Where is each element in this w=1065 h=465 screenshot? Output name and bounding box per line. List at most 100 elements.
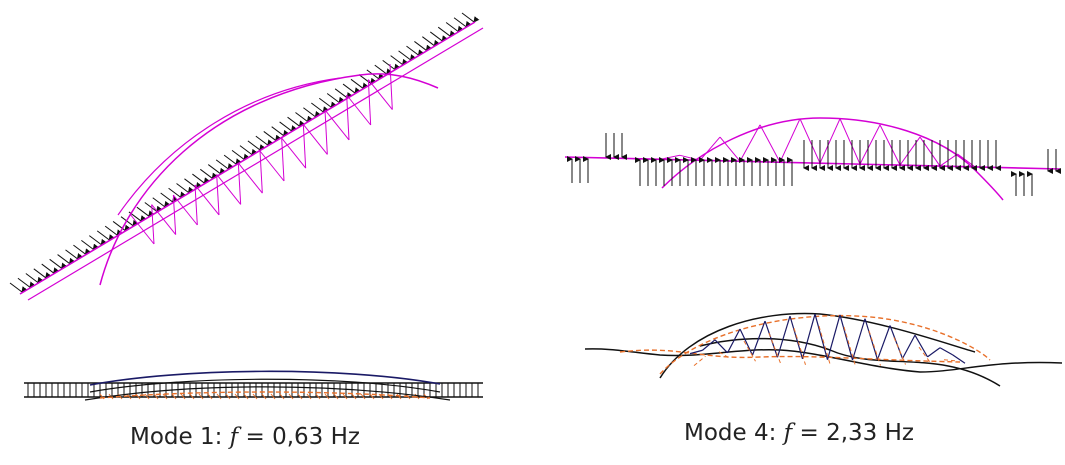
load-arrow [247, 140, 266, 151]
load-arrow [414, 41, 432, 52]
load-arrow [358, 74, 377, 85]
truss-member [151, 204, 155, 245]
truss-member [302, 124, 307, 169]
mode1-load-arrows [9, 12, 480, 293]
truss-member [172, 194, 198, 226]
load-arrow [445, 22, 464, 33]
load-arrow [81, 239, 99, 251]
load-arrow [350, 78, 369, 90]
reference-member [943, 359, 956, 362]
load-arrow [9, 282, 28, 293]
mode4-loaded-elevation [564, 117, 1061, 201]
load-arrow [192, 173, 210, 184]
truss-member [789, 315, 804, 359]
mode1-side-hangers [27, 383, 479, 400]
reference-member [893, 337, 906, 365]
mode4-reference-dashed [619, 314, 991, 375]
truss-member [939, 153, 958, 167]
truss-member [776, 315, 791, 358]
load-arrow [65, 249, 83, 260]
deflection-marker [333, 393, 339, 400]
truss-member [172, 194, 177, 235]
load-arrow [144, 202, 163, 213]
load-arrow [437, 26, 456, 38]
mode1-truss-web [129, 63, 393, 245]
load-arrow [57, 254, 75, 265]
deflection-marker [144, 393, 150, 400]
load-arrow [41, 263, 60, 274]
load-arrow [287, 116, 305, 128]
truss-member [801, 313, 816, 359]
load-arrow [25, 273, 44, 284]
truss-member [302, 124, 328, 155]
deflection-marker [270, 393, 276, 400]
deflection-marker [171, 393, 177, 400]
truss-member [702, 339, 716, 351]
load-arrow [461, 12, 480, 23]
mode4-caption-variable: f [783, 420, 793, 446]
mode4-deformed-shape [584, 312, 1063, 387]
reference-member [818, 325, 831, 366]
deflection-marker [162, 393, 168, 400]
load-arrow [176, 183, 194, 194]
deflection-marker [126, 393, 132, 400]
truss-member [346, 94, 350, 141]
reference-member [693, 355, 706, 366]
truss-member [952, 354, 966, 364]
mode1-side-arch [84, 370, 451, 401]
deflection-marker [342, 393, 348, 400]
mode1-deck-beam [19, 21, 484, 301]
truss-member [259, 150, 263, 194]
load-arrow [160, 192, 179, 203]
truss-member [726, 328, 741, 354]
load-arrow [263, 131, 282, 142]
deflection-marker [261, 393, 267, 400]
deflection-marker [243, 393, 249, 400]
mode1-side-elevation [24, 370, 483, 401]
truss-member [899, 136, 921, 166]
truss-member [879, 124, 901, 166]
truss-member [689, 349, 703, 355]
mode4-deformed-truss [689, 313, 966, 367]
load-arrow [184, 178, 202, 189]
reference-member [718, 351, 731, 360]
load-arrow [104, 225, 123, 236]
mode1-perspective-view [9, 12, 484, 301]
mode1-caption: Mode 1: f = 0,63 Hz [130, 424, 360, 450]
load-arrow [342, 83, 361, 94]
truss-member [901, 334, 916, 359]
load-arrow [271, 126, 290, 137]
load-arrow [200, 168, 218, 180]
load-arrow [311, 102, 329, 113]
truss-member [699, 136, 721, 161]
deflection-marker [324, 393, 330, 400]
reference-member [868, 330, 881, 366]
deflection-marker [288, 393, 294, 400]
truss-member [851, 318, 866, 361]
load-arrow [295, 112, 313, 123]
reference-member [743, 340, 756, 362]
truss-member [324, 109, 350, 141]
truss-member [779, 118, 801, 163]
mode4-load-arrows [567, 133, 1061, 196]
load-arrow [303, 107, 321, 118]
deflection-marker [306, 393, 312, 400]
truss-member [389, 63, 393, 110]
load-arrow [453, 17, 472, 28]
truss-member [281, 138, 285, 182]
mode4-arch [661, 117, 1004, 201]
load-arrow [33, 268, 52, 279]
mode4-truss-web [659, 118, 976, 168]
deflection-marker [369, 393, 375, 400]
load-arrow [390, 55, 409, 66]
load-arrow [279, 121, 298, 132]
truss-member [919, 136, 941, 167]
truss-member [129, 213, 155, 245]
truss-member [659, 154, 681, 160]
truss-member [759, 124, 781, 163]
deflection-marker [225, 393, 231, 400]
deflection-marker [216, 393, 222, 400]
load-arrow [136, 206, 155, 218]
load-arrow [231, 149, 250, 161]
